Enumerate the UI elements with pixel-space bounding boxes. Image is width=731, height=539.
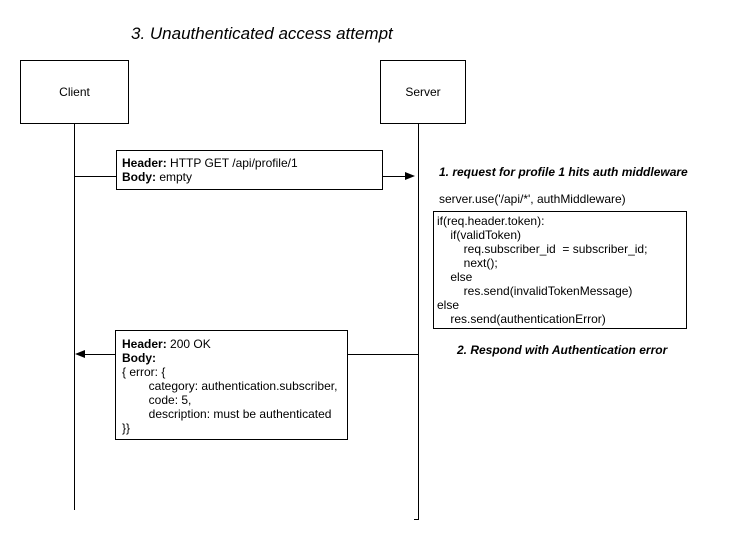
client-actor-label: Client <box>59 85 90 99</box>
request-body-value: empty <box>156 170 193 184</box>
request-message-box: Header: HTTP GET /api/profile/1 Body: em… <box>116 150 383 190</box>
middleware-code-block: if(req.header.token): if(validToken) req… <box>433 211 687 329</box>
server-actor: Server <box>380 60 466 124</box>
response-arrowhead-icon <box>75 350 85 358</box>
server-use-text: server.use('/api/*', authMiddleware) <box>439 192 626 206</box>
request-header-label: Header: <box>122 156 167 170</box>
request-body-label: Body: <box>122 170 156 184</box>
client-actor: Client <box>20 60 129 124</box>
request-arrowhead-icon <box>405 172 415 180</box>
response-header-label: Header: <box>122 337 167 351</box>
server-lifeline-end <box>414 519 419 520</box>
request-header-value: HTTP GET /api/profile/1 <box>166 156 298 170</box>
server-actor-label: Server <box>405 85 441 99</box>
step1-note: 1. request for profile 1 hits auth middl… <box>439 165 688 179</box>
step2-note: 2. Respond with Authentication error <box>457 343 668 357</box>
diagram-title: 3. Unauthenticated access attempt <box>131 24 393 43</box>
client-lifeline <box>74 124 75 510</box>
response-body-label: Body: <box>122 351 156 365</box>
response-body-value: { error: { category: authentication.subs… <box>122 365 338 435</box>
server-lifeline <box>418 124 419 520</box>
response-header-value: 200 OK <box>166 337 211 351</box>
response-message-box: Header: 200 OK Body: { error: { category… <box>115 330 348 440</box>
